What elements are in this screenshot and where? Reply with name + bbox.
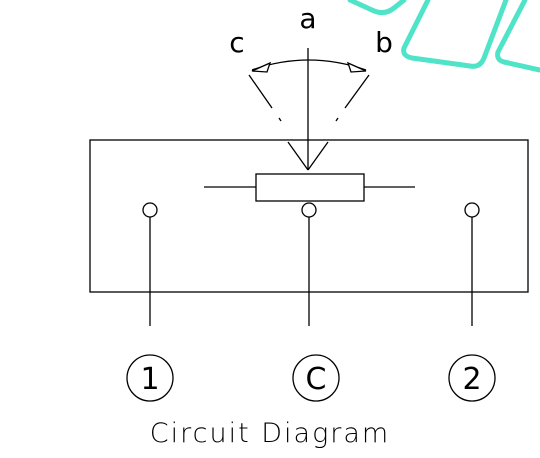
terminal-label-c: C [306,362,327,397]
pin-1 [142,202,158,326]
pin-2 [464,202,480,326]
diagram-caption: Circuit Diagram [149,418,391,449]
wiper-label-b: b [375,26,393,59]
terminal-label-1: 1 [140,362,159,397]
terminal-callout-c: C [292,354,340,402]
wiper-label-c: c [229,26,244,59]
terminal-callout-2: 2 [448,354,496,402]
terminal-callout-1: 1 [126,354,174,402]
wiper-travel-lines [248,48,370,171]
arrow-left-icon [251,61,272,73]
wiper-adjust-arc [251,59,367,73]
resistor-symbol [204,173,415,202]
arrow-right-icon [346,61,367,73]
terminal-label-2: 2 [462,362,481,397]
wiper-label-a: a [299,2,316,35]
pin-c [301,202,317,326]
watermark-logo [347,0,540,73]
